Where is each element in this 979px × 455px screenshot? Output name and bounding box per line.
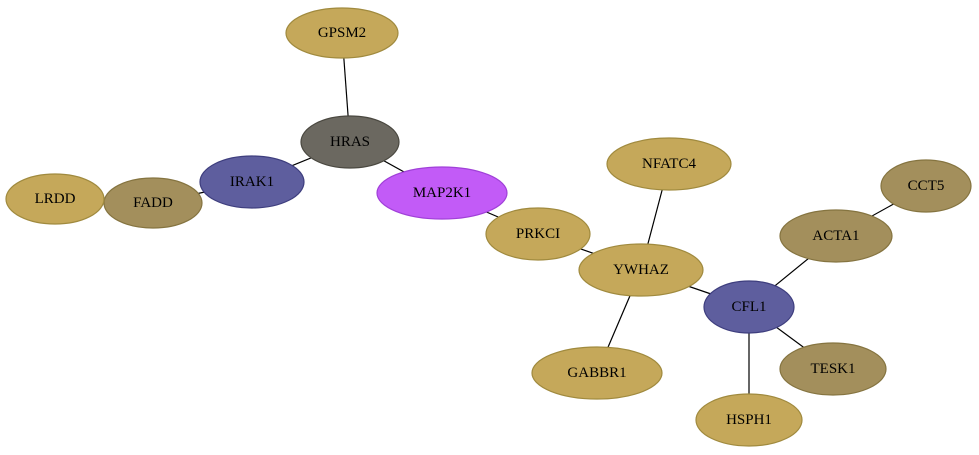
node-lrdd[interactable]: LRDD [5,173,105,225]
node-shape-lrdd[interactable] [5,173,105,225]
node-cfl1[interactable]: CFL1 [703,280,795,334]
node-label-acta1: ACTA1 [812,228,859,244]
node-shape-cfl1[interactable] [703,280,795,334]
node-map2k1[interactable]: MAP2K1 [376,166,508,220]
node-cct5[interactable]: CCT5 [880,159,972,213]
node-ywhaz[interactable]: YWHAZ [578,243,704,297]
node-shape-nfatc4[interactable] [606,137,732,191]
node-shape-cct5[interactable] [880,159,972,213]
node-label-lrdd: LRDD [35,191,76,207]
node-shape-irak1[interactable] [199,155,305,209]
node-gpsm2[interactable]: GPSM2 [285,7,399,59]
node-irak1[interactable]: IRAK1 [199,155,305,209]
node-label-nfatc4: NFATC4 [642,156,696,172]
node-label-prkci: PRKCI [516,226,560,242]
node-prkci[interactable]: PRKCI [485,207,591,261]
node-hsph1[interactable]: HSPH1 [695,393,803,447]
node-label-hsph1: HSPH1 [726,412,772,428]
node-label-hras: HRAS [330,134,370,150]
node-fadd[interactable]: FADD [103,177,203,229]
node-shape-ywhaz[interactable] [578,243,704,297]
node-label-irak1: IRAK1 [230,174,274,190]
node-nfatc4[interactable]: NFATC4 [606,137,732,191]
node-shape-prkci[interactable] [485,207,591,261]
node-label-gpsm2: GPSM2 [318,25,366,41]
node-acta1[interactable]: ACTA1 [779,209,893,263]
node-label-fadd: FADD [133,195,173,211]
node-tesk1[interactable]: TESK1 [779,342,887,396]
node-hras[interactable]: HRAS [300,115,400,169]
node-gabbr1[interactable]: GABBR1 [531,346,663,400]
node-label-gabbr1: GABBR1 [567,365,626,381]
node-shape-acta1[interactable] [779,209,893,263]
node-label-tesk1: TESK1 [811,361,856,377]
node-shape-hsph1[interactable] [695,393,803,447]
node-label-map2k1: MAP2K1 [413,185,471,201]
node-label-cfl1: CFL1 [731,299,766,315]
node-label-cct5: CCT5 [908,178,945,194]
node-shape-hras[interactable] [300,115,400,169]
node-shape-gpsm2[interactable] [285,7,399,59]
node-label-ywhaz: YWHAZ [613,262,669,278]
node-shape-tesk1[interactable] [779,342,887,396]
node-shape-map2k1[interactable] [376,166,508,220]
node-shape-gabbr1[interactable] [531,346,663,400]
